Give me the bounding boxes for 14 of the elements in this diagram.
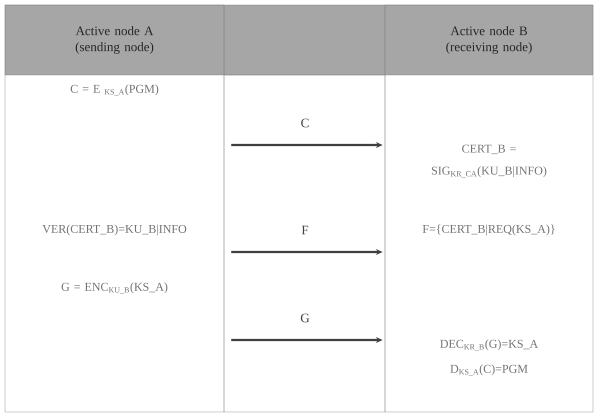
edge-label: F <box>300 224 310 236</box>
header-text: Active node B (receiving node) <box>446 26 532 54</box>
edge-label: G <box>299 312 311 324</box>
table-column <box>4 4 224 412</box>
formula-text: F={CERT_B|REQ(KS_A)} <box>422 224 555 236</box>
header-text: Active node A (sending node) <box>76 26 154 54</box>
formula-text: G = ENC$_{KU_B}$(KS_A) <box>62 282 168 294</box>
formula-text: D$_{KS_A}$(C)=PGM <box>450 364 528 376</box>
formula-text: CERT_B = SIG$_{KR_CA}$(KU_B|INFO) <box>432 144 546 178</box>
edge-label: C <box>300 118 310 128</box>
formula-text: VER(CERT_B)=KU_B|INFO <box>42 224 186 236</box>
formula-text: C = E $_{KS_A}$(PGM) <box>70 84 158 96</box>
formula-text: DEC$_{KR_B}$(G)=KS_A <box>440 339 538 351</box>
table-column <box>384 4 594 412</box>
